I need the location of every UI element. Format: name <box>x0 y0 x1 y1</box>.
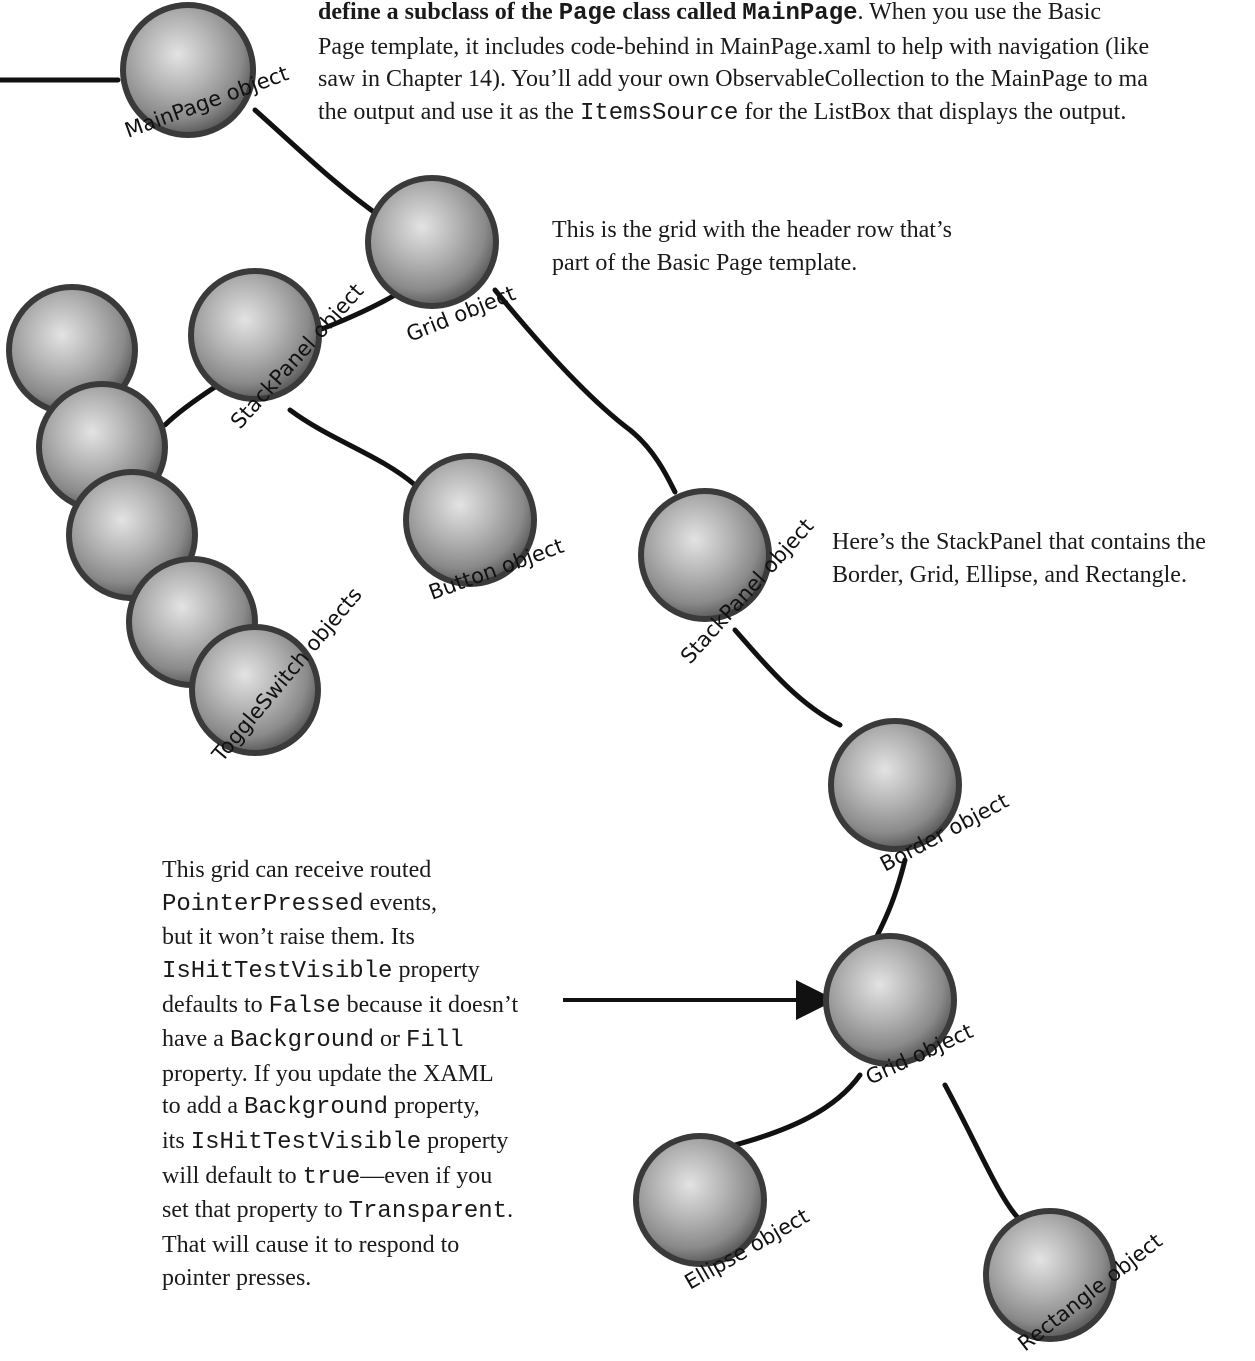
button-node <box>403 453 537 587</box>
line-grid-rectangle <box>942 1082 1023 1223</box>
intro-line-4: the output and use it as the ItemsSource… <box>318 98 1127 127</box>
stackpanel-right-node <box>638 488 772 622</box>
intro-line-3: saw in Chapter 14). You’ll add your own … <box>318 66 1148 93</box>
grid-inner-node <box>823 933 957 1067</box>
mainpage-node <box>120 2 256 138</box>
stackpanel-left-node <box>188 268 322 402</box>
spheres <box>6 2 1117 1342</box>
annotation-stackpanel: Here’s the StackPanel that contains the … <box>832 529 1206 588</box>
line-border-grid <box>872 857 908 943</box>
annotation-grid-header: This is the grid with the header row tha… <box>552 217 952 276</box>
border-node <box>828 718 962 852</box>
line-stackpanel-button <box>287 407 418 488</box>
connector-lines <box>0 77 1023 1223</box>
ellipse-node <box>633 1133 767 1267</box>
line-stackpanel-toggle <box>162 382 221 428</box>
line-stackpanel-border <box>732 627 843 728</box>
line-grid-stackpanel-right <box>492 287 678 495</box>
intro-line-2: Page template, it includes code-behind i… <box>318 33 1150 60</box>
intro-paragraph: define a subclass of the Page class call… <box>318 0 1255 131</box>
line-grid-ellipse <box>732 1072 863 1148</box>
line-mainpage-grid <box>252 107 388 223</box>
annotation-hit-test: This grid can receive routed PointerPres… <box>162 857 519 1291</box>
rectangle-node <box>983 1208 1117 1342</box>
intro-line-1: define a subclass of the Page class call… <box>318 0 1102 27</box>
toggle-node-5 <box>189 624 321 756</box>
grid-node <box>365 175 499 309</box>
